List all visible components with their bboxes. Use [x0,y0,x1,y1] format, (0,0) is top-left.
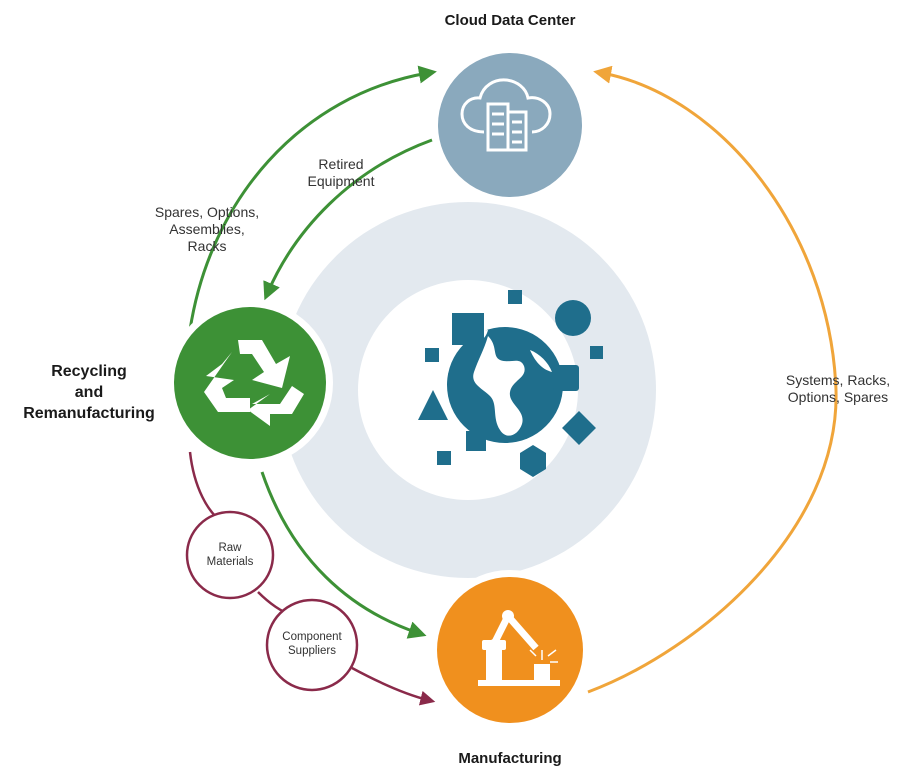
recycling-node [167,300,333,466]
raw-materials-node [185,510,275,600]
component-suppliers-line-1: Component [282,631,342,643]
spares-label-line-1: Spares, Options, [154,204,260,220]
globe-shapes-icon [418,290,603,477]
cloud-node [431,46,589,204]
retired-equipment-arrow [263,138,433,301]
recycling-remanufacturing-title: Recycling and Remanufacturing [0,362,178,424]
spares-options-label: Spares, Options, Assemblies, Racks [142,204,272,255]
retired-label-line-2: Equipment [307,173,375,190]
supply-chain-arrow [351,666,436,706]
component-suppliers-label: Component Suppliers [267,630,357,658]
manufacturing-node [430,570,590,730]
spares-arrow [188,65,437,331]
recycling-title-line-1: Recycling [51,363,127,380]
systems-racks-label: Systems, Racks, Options, Spares [772,372,904,406]
recycle-icon [204,340,304,426]
systems-label-line-2: Options, Spares [787,389,889,406]
recycling-title-line-2: and [74,383,104,401]
robot-arm-icon [478,610,560,686]
cloud-data-center-title: Cloud Data Center [444,12,576,29]
raw-materials-line-1: Raw [218,542,242,554]
spares-label-line-2: Assemblies, [169,221,245,238]
spares-label-line-3: Racks [187,238,227,255]
supply-chain-line-1 [188,451,223,524]
component-suppliers-node [265,598,359,692]
cloud-server-icon [460,78,552,152]
raw-materials-label: Raw Materials [190,541,270,569]
retired-equipment-label: Retired Equipment [286,156,396,190]
recycling-title-line-3: Remanufacturing [23,404,155,422]
recycle-to-manufacturing-arrow [260,471,427,639]
raw-materials-line-2: Materials [206,556,254,569]
systems-arrow [587,65,838,694]
component-suppliers-line-2: Suppliers [288,645,336,658]
manufacturing-title: Manufacturing [458,750,562,767]
systems-label-line-1: Systems, Racks, [785,372,891,388]
retired-label-line-1: Retired [318,156,364,172]
